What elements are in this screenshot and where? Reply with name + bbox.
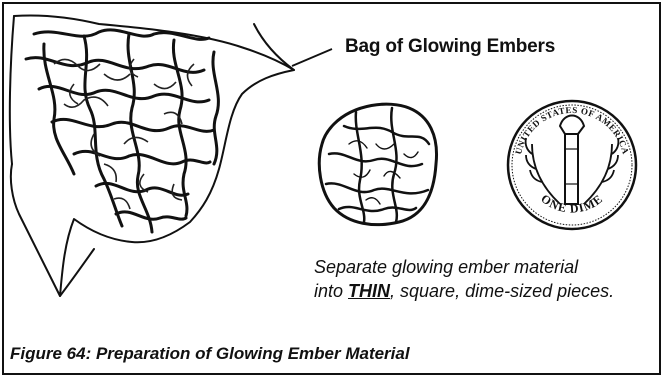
instruction-emphasis: THIN: [348, 281, 390, 301]
label-leader-line: [292, 49, 332, 66]
instruction-line-2: into THIN, square, dime-sized pieces.: [314, 279, 614, 303]
bag-of-embers: [10, 15, 294, 296]
illustration: UNITED STATES OF AMERICA ONE DIME: [4, 4, 661, 375]
instruction-prefix: into: [314, 281, 348, 301]
instruction-suffix: , square, dime-sized pieces.: [390, 281, 614, 301]
instruction-line-1: Separate glowing ember material: [314, 255, 614, 279]
figure-caption: Figure 64: Preparation of Glowing Ember …: [10, 344, 410, 364]
ember-texture: [26, 30, 218, 232]
dime: UNITED STATES OF AMERICA ONE DIME: [508, 101, 636, 229]
ember-piece: [319, 104, 436, 225]
ember-texture-fine: [54, 59, 194, 209]
bag-label: Bag of Glowing Embers: [345, 36, 555, 58]
figure-frame: UNITED STATES OF AMERICA ONE DIME Bag of…: [2, 2, 661, 375]
instruction-text: Separate glowing ember material into THI…: [314, 255, 614, 303]
